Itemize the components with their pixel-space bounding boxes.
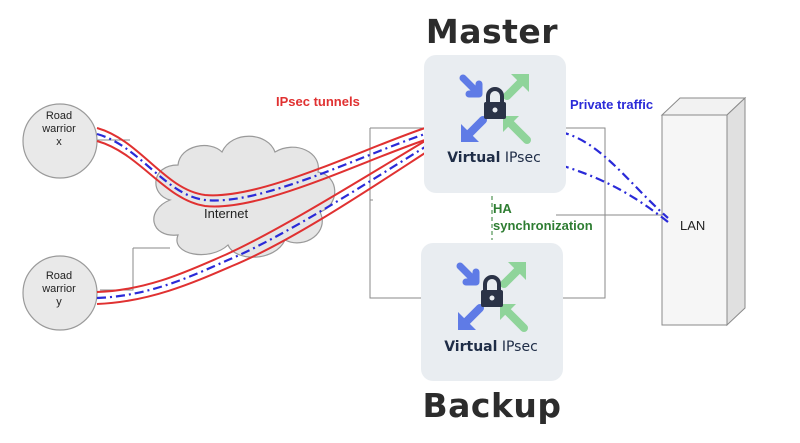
master-brand-bold: Virtual [447, 150, 501, 166]
backup-card [421, 243, 563, 381]
backup-brand-bold: Virtual [444, 339, 498, 355]
master-card [424, 55, 566, 193]
rw-x-line3: x [56, 136, 62, 148]
backup-brand-normal: IPsec [501, 339, 538, 355]
internet-label: Internet [204, 206, 249, 221]
rw-y-line2: warrior [42, 283, 76, 295]
ha-sync-line2: synchronization [493, 218, 593, 233]
lan-label: LAN [680, 218, 706, 233]
server-tower-icon [660, 96, 747, 327]
rw-y-line1: Road [45, 270, 73, 282]
rw-y-line3: y [56, 296, 62, 308]
rw-x-line1: Road [45, 110, 73, 122]
master-title: Master [425, 12, 559, 51]
road-warrior-y-label: Road warrior y [22, 270, 96, 309]
master-brand: Virtual IPsec [424, 150, 564, 166]
road-warrior-y [22, 255, 98, 331]
road-warrior-x-label: Road warrior x [22, 110, 96, 149]
ha-sync-label: HA synchronization [493, 200, 593, 234]
rw-x-line2: warrior [42, 123, 76, 135]
backup-title: Backup [422, 386, 562, 425]
backup-brand: Virtual IPsec [421, 339, 561, 355]
ha-sync-line1: HA [493, 201, 512, 216]
private-traffic-label: Private traffic [570, 97, 654, 112]
master-brand-normal: IPsec [504, 150, 541, 166]
ipsec-tunnels-label: IPsec tunnels [276, 94, 360, 109]
